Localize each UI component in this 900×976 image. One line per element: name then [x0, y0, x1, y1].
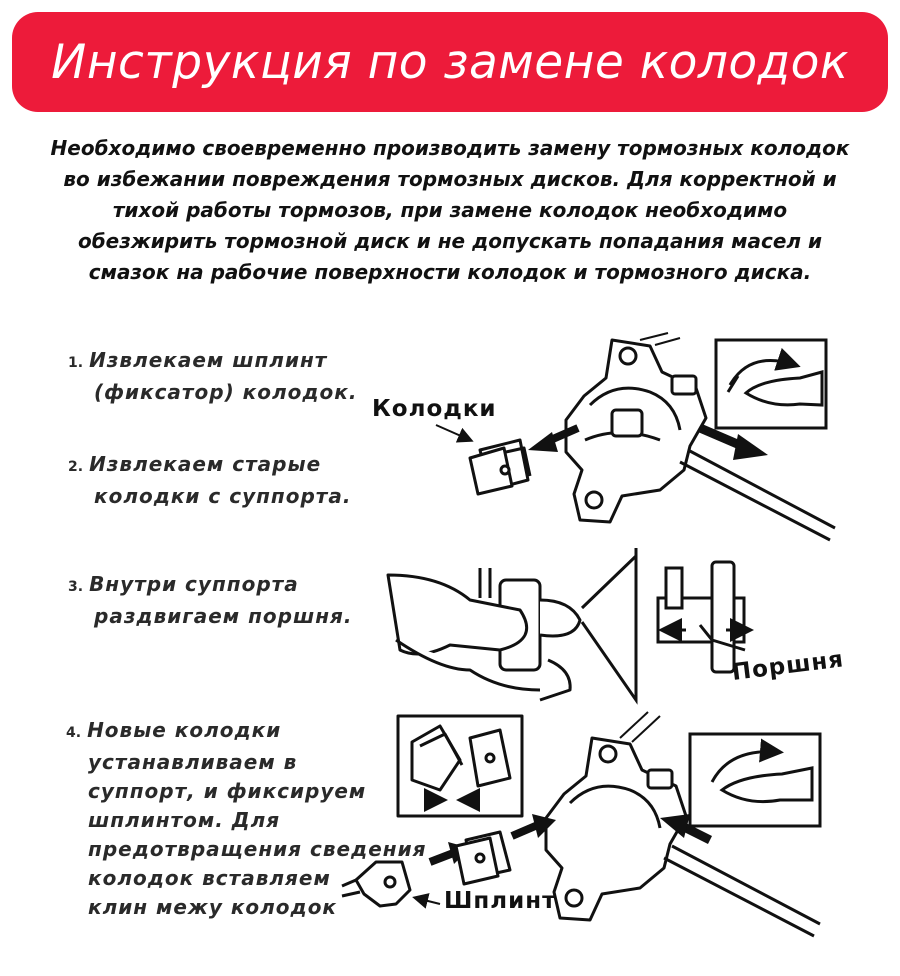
step-number: 1.	[68, 355, 84, 371]
step-number: 3.	[68, 579, 84, 595]
step-text: Новые колодки	[87, 718, 282, 742]
step-3: 3. Внутри суппорта раздвигаем поршня.	[68, 570, 352, 631]
step-number: 2.	[68, 459, 84, 475]
page-title: Инструкция по замене колодок	[51, 34, 849, 90]
brake-pad-icon	[468, 438, 532, 496]
step-text: (фиксатор) колодок.	[94, 380, 358, 404]
pin-removal-inset	[714, 338, 828, 430]
piston-detail-illustration	[580, 546, 848, 705]
brake-pad-icon	[454, 830, 512, 886]
step-4: 4. Новые колодки устанавливаем в суппорт,…	[66, 716, 426, 922]
step-text: колодки с суппорта.	[94, 484, 352, 508]
intro-paragraph: Необходимо своевременно производить заме…	[30, 133, 870, 288]
step-1: 1. Извлекаем шплинт (фиксатор) колодок.	[68, 346, 357, 407]
step-text: суппорт, и фиксируем	[88, 779, 367, 803]
cotter-pin-icon	[341, 860, 412, 908]
tweezers-icon	[679, 448, 836, 542]
title-banner: Инструкция по замене колодок	[12, 12, 888, 112]
cotter-pin-label: Шплинт	[444, 888, 557, 914]
hands-illustration	[386, 568, 582, 702]
step-text: Извлекаем шплинт	[89, 348, 328, 372]
step-text: раздвигаем поршня.	[94, 604, 353, 628]
step-text: Извлекаем старые	[89, 452, 322, 476]
tweezers-icon	[663, 844, 821, 938]
intro-line: смазок на рабочие поверхности колодок и …	[88, 260, 812, 284]
new-pads-inset	[396, 714, 524, 818]
pin-insert-inset	[688, 732, 822, 828]
step-text: клин межу колодок	[88, 895, 338, 919]
intro-line: Необходимо своевременно производить заме…	[50, 136, 850, 160]
arrow-icon	[435, 423, 768, 460]
step-2: 2. Извлекаем старые колодки с суппорта.	[68, 450, 352, 511]
caliper-illustration	[544, 711, 688, 922]
step-text: колодок вставляем	[88, 866, 331, 890]
step-text: Внутри суппорта	[89, 572, 299, 596]
caliper-illustration	[564, 332, 708, 524]
step-text: шплинтом. Для	[88, 808, 281, 832]
step-text: предотвращения сведения	[88, 837, 427, 861]
intro-line: обезжирить тормозной диск и не допускать…	[77, 229, 823, 253]
step-number: 4.	[66, 725, 82, 741]
intro-line: тихой работы тормозов, при замене колодо…	[112, 198, 788, 222]
intro-line: во избежании повреждения тормозных диско…	[63, 167, 837, 191]
pads-label: Колодки	[372, 396, 497, 422]
step-text: устанавливаем в	[88, 750, 298, 774]
